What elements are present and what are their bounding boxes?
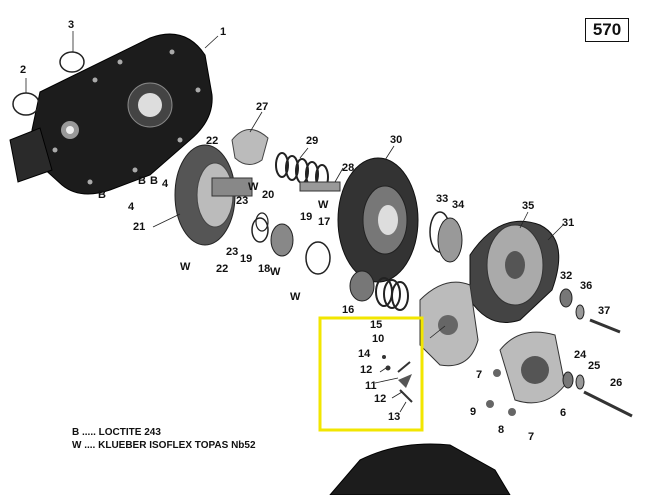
spring-part-15 <box>375 277 409 311</box>
callout-24: 24 <box>574 349 587 361</box>
callout-12b: 12 <box>374 393 386 405</box>
callout-36: 36 <box>580 280 592 292</box>
washer-part-36 <box>575 304 585 320</box>
washer-part-32 <box>559 288 573 308</box>
callout-20: 20 <box>262 189 274 201</box>
callout-31: 31 <box>562 217 574 229</box>
washer-part-24 <box>562 371 574 389</box>
callout-4a: 4 <box>128 201 135 213</box>
movable-sheave-part-10 <box>419 281 479 367</box>
sheave-part-30 <box>337 157 419 283</box>
ring-part-17 <box>305 241 331 275</box>
page-number: 570 <box>585 18 629 42</box>
code-w-3: W <box>270 266 281 278</box>
callout-23a: 23 <box>236 195 248 207</box>
ring-part-19 <box>251 217 269 243</box>
callout-7b: 7 <box>528 431 534 443</box>
callout-6: 6 <box>560 407 566 419</box>
callout-22b: 22 <box>216 263 228 275</box>
callout-25: 25 <box>588 360 600 372</box>
bolt-part-26 <box>583 390 633 418</box>
callout-11: 11 <box>365 380 377 392</box>
callout-15: 15 <box>370 319 382 331</box>
belt-part-35 <box>469 220 560 323</box>
lower-housing-part <box>329 443 511 495</box>
callout-3: 3 <box>68 19 74 31</box>
code-b-1: B <box>98 189 106 201</box>
callout-9: 9 <box>470 406 476 418</box>
callout-2: 2 <box>20 64 26 76</box>
leader-lines <box>25 31 565 413</box>
callout-1: 1 <box>220 26 226 38</box>
callout-10: 10 <box>372 333 384 345</box>
callout-30: 30 <box>390 134 402 146</box>
callout-21: 21 <box>133 221 145 233</box>
o-ring-part-2 <box>12 92 40 116</box>
callout-19a: 19 <box>240 253 252 265</box>
callout-labels: 1 2 3 4 4 6 7 7 8 9 10 11 12 12 13 14 15… <box>20 19 622 443</box>
callout-28: 28 <box>342 162 354 174</box>
code-b-3: B <box>150 175 158 187</box>
fixed-sheave-part <box>174 144 253 246</box>
nut-part-9 <box>486 400 494 408</box>
bolt-part-37 <box>589 318 621 334</box>
spider-part-27 <box>231 129 269 165</box>
callout-18: 18 <box>258 263 270 275</box>
callout-16: 16 <box>342 304 354 316</box>
nut-part-7-upper <box>493 369 501 377</box>
callout-7a: 7 <box>476 369 482 381</box>
washer-part-25 <box>575 374 585 390</box>
callout-26: 26 <box>610 377 622 389</box>
bushing-part-18 <box>270 223 294 257</box>
callout-4b: 4 <box>162 178 169 190</box>
sheave-part-6 <box>499 331 566 404</box>
callout-22a: 22 <box>206 135 218 147</box>
code-w-1: W <box>248 181 259 193</box>
callout-35: 35 <box>522 200 534 212</box>
code-w-4: W <box>290 291 301 303</box>
legend-klueber: W .... KLUEBER ISOFLEX TOPAS Nb52 <box>72 440 256 451</box>
callout-12a: 12 <box>360 364 372 376</box>
ring-part-16 <box>349 270 375 302</box>
code-w-5: W <box>318 199 329 211</box>
callout-33: 33 <box>436 193 448 205</box>
legend-loctite: B ..... LOCTITE 243 <box>72 427 161 438</box>
ring-part-34 <box>437 217 463 263</box>
ring-part-20 <box>255 212 269 232</box>
callout-37: 37 <box>598 305 610 317</box>
callout-29: 29 <box>306 135 318 147</box>
highlight-box <box>318 316 424 432</box>
code-w-2: W <box>180 261 191 273</box>
callout-13: 13 <box>388 411 400 423</box>
callout-23b: 23 <box>226 246 238 258</box>
callout-34: 34 <box>452 199 465 211</box>
nut-part-8 <box>508 408 516 416</box>
code-b-2: B <box>138 175 146 187</box>
o-ring-part-3 <box>59 51 85 73</box>
callout-27: 27 <box>256 101 268 113</box>
callout-14: 14 <box>358 348 371 360</box>
callout-8: 8 <box>498 424 504 436</box>
callout-32: 32 <box>560 270 572 282</box>
callout-17: 17 <box>318 216 330 228</box>
shaft-part-28 <box>299 181 341 192</box>
cvt-cover-part <box>9 33 213 195</box>
callout-19b: 19 <box>300 211 312 223</box>
